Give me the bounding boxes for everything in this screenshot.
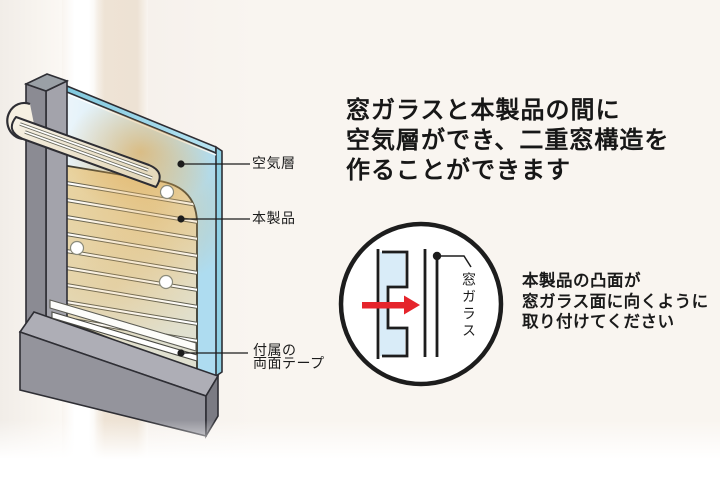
- tape-label-line2: 両面テープ: [253, 355, 325, 371]
- install-note-line1: 本製品の凸面が: [522, 272, 641, 290]
- product-label: 本製品: [252, 210, 296, 226]
- tape-label-line1: 付属の: [253, 342, 297, 358]
- sheet-bottom-rail: [49, 299, 197, 352]
- direction-arrow: [362, 295, 420, 315]
- curled-corner: [6, 101, 161, 188]
- air-pocket-fill: [380, 252, 405, 356]
- install-note-line2: 窓ガラス面に向くように: [522, 292, 709, 311]
- window-glass-lines: [423, 249, 439, 357]
- sheet-holes: [69, 184, 175, 290]
- window-illustration: [6, 73, 250, 439]
- cross-section-circle-diagram: [338, 221, 504, 387]
- headline-line1: 窓ガラスと本製品の間に: [346, 97, 621, 124]
- headline: 窓ガラスと本製品の間に 空気層ができ、二重窓構造を 作ることができます: [346, 96, 706, 186]
- leader-lines: [177, 160, 250, 357]
- air-layer-label: 空気層: [252, 155, 296, 171]
- bottom-white-fade: [0, 420, 720, 480]
- install-note-line3: 取り付けてください: [522, 313, 675, 331]
- bottom-sill: [18, 311, 220, 439]
- glass-vertical-label: 窓ガラス: [461, 272, 477, 340]
- glass-pane-edge: [215, 145, 223, 378]
- headline-line3: 作ることができます: [346, 157, 571, 184]
- tape-label: 付属の 両面テープ: [253, 342, 325, 371]
- headline-line2: 空気層ができ、二重窓構造を: [346, 127, 670, 154]
- glass-callout-line: [441, 255, 472, 268]
- glass-callout-dot: [432, 251, 442, 261]
- install-note: 本製品の凸面が 窓ガラス面に向くように 取り付けてください: [522, 271, 712, 333]
- tape-strip: [51, 311, 198, 362]
